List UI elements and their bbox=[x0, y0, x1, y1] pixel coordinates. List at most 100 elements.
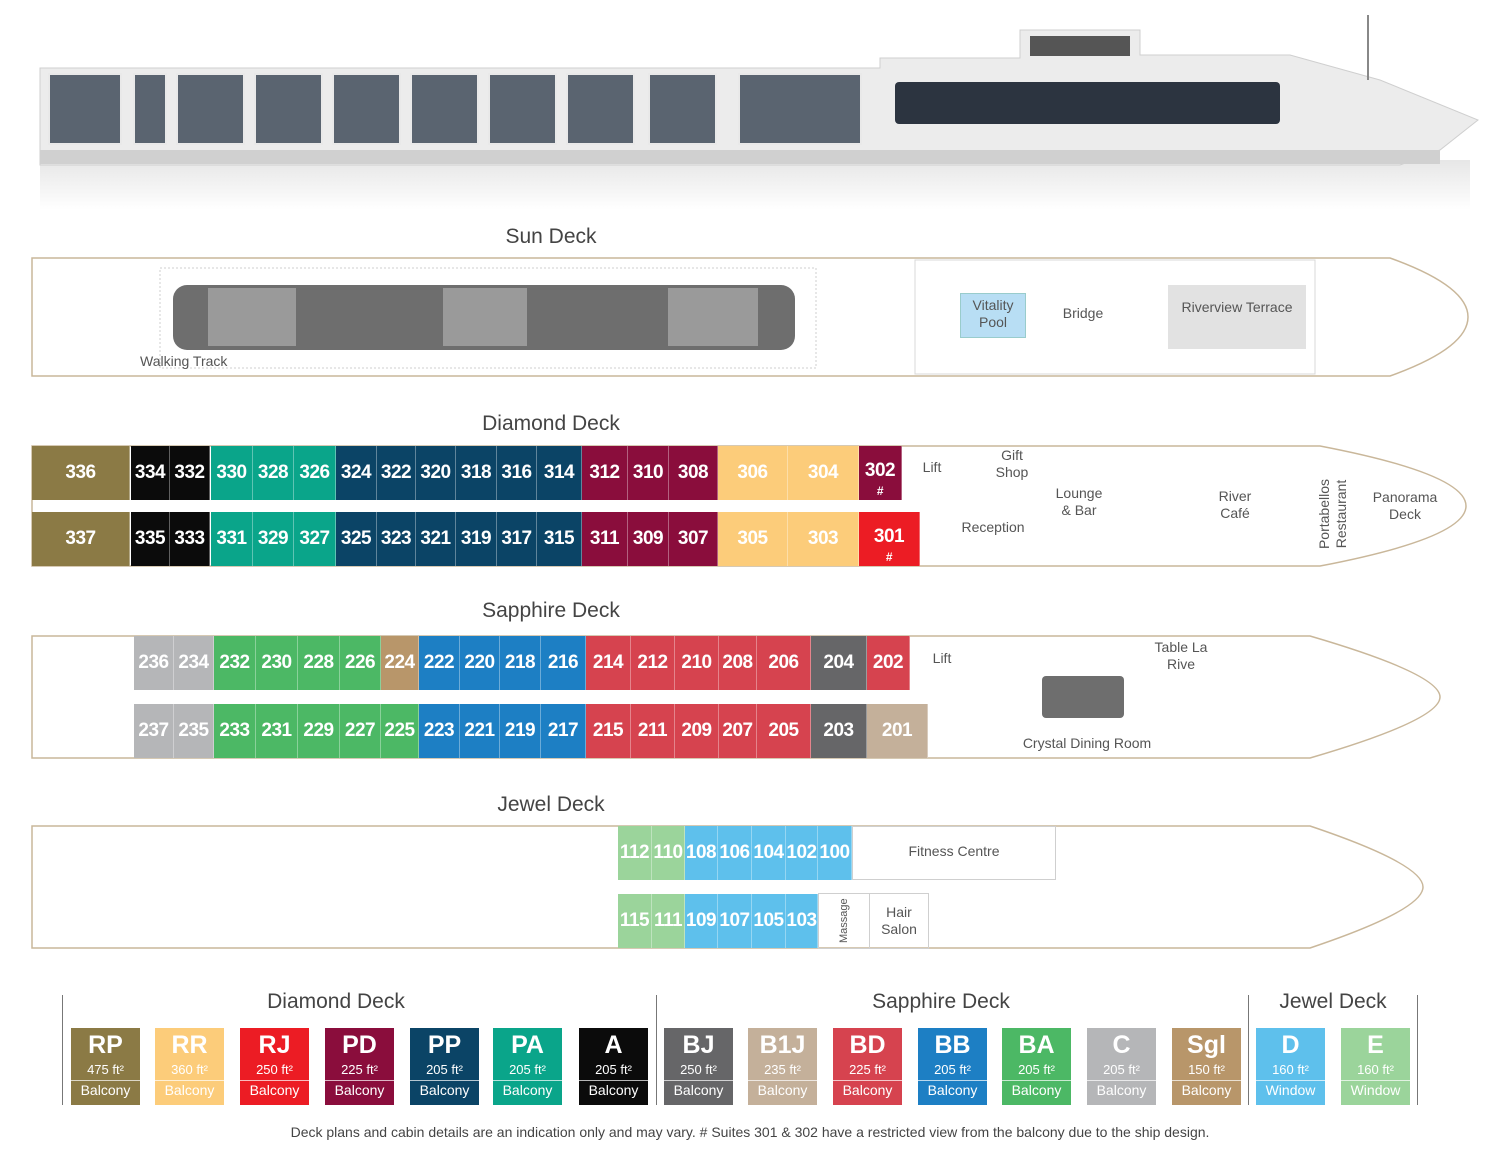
cabin-229[interactable]: 229 bbox=[298, 704, 340, 758]
cabin-234[interactable]: 234 bbox=[174, 636, 214, 690]
cabin-230[interactable]: 230 bbox=[256, 636, 298, 690]
cabin-321[interactable]: 321 bbox=[416, 512, 456, 566]
cabin-301[interactable]: 301# bbox=[859, 512, 920, 566]
cabin-305[interactable]: 305 bbox=[718, 512, 788, 566]
cabin-225[interactable]: 225 bbox=[381, 704, 419, 758]
cabin-110[interactable]: 110 bbox=[652, 826, 685, 880]
legend-card-type: Window bbox=[1341, 1080, 1410, 1099]
cabin-108[interactable]: 108 bbox=[685, 826, 718, 880]
cabin-103[interactable]: 103 bbox=[786, 894, 818, 948]
cabin-211[interactable]: 211 bbox=[631, 704, 675, 758]
cabin-317[interactable]: 317 bbox=[497, 512, 537, 566]
cabin-314[interactable]: 314 bbox=[537, 446, 582, 500]
cabin-235[interactable]: 235 bbox=[174, 704, 214, 758]
legend-jewel-deck-title: Jewel Deck bbox=[1279, 990, 1387, 1013]
cabin-102[interactable]: 102 bbox=[786, 826, 818, 880]
cabin-337[interactable]: 337 bbox=[32, 512, 130, 566]
cabin-334[interactable]: 334 bbox=[131, 446, 170, 500]
cabin-232[interactable]: 232 bbox=[214, 636, 256, 690]
legend-card-code: RR bbox=[171, 1031, 208, 1059]
cabin-315[interactable]: 315 bbox=[537, 512, 582, 566]
cabin-104[interactable]: 104 bbox=[752, 826, 786, 880]
cabin-204[interactable]: 204 bbox=[811, 636, 867, 690]
cabin-218[interactable]: 218 bbox=[500, 636, 541, 690]
cabin-318[interactable]: 318 bbox=[456, 446, 497, 500]
cabin-323[interactable]: 323 bbox=[377, 512, 416, 566]
jewel-deck-hull bbox=[30, 824, 1425, 950]
cabin-207[interactable]: 207 bbox=[719, 704, 757, 758]
cabin-302[interactable]: 302# bbox=[859, 446, 902, 500]
cabin-237[interactable]: 237 bbox=[134, 704, 174, 758]
cabin-310[interactable]: 310 bbox=[628, 446, 669, 500]
legend-card-code: BD bbox=[849, 1031, 886, 1059]
cabin-109[interactable]: 109 bbox=[685, 894, 718, 948]
cabin-326[interactable]: 326 bbox=[294, 446, 336, 500]
cabin-206[interactable]: 206 bbox=[757, 636, 811, 690]
cabin-number: 219 bbox=[504, 720, 536, 741]
cabin-325[interactable]: 325 bbox=[336, 512, 377, 566]
cabin-107[interactable]: 107 bbox=[718, 894, 752, 948]
cabin-115[interactable]: 115 bbox=[618, 894, 652, 948]
cabin-306[interactable]: 306 bbox=[718, 446, 788, 500]
cabin-330[interactable]: 330 bbox=[211, 446, 253, 500]
cabin-209[interactable]: 209 bbox=[675, 704, 719, 758]
cabin-324[interactable]: 324 bbox=[336, 446, 377, 500]
cabin-210[interactable]: 210 bbox=[675, 636, 719, 690]
cabin-212[interactable]: 212 bbox=[631, 636, 675, 690]
cabin-311[interactable]: 311 bbox=[582, 512, 628, 566]
cabin-105[interactable]: 105 bbox=[752, 894, 786, 948]
cabin-319[interactable]: 319 bbox=[456, 512, 497, 566]
cabin-208[interactable]: 208 bbox=[719, 636, 757, 690]
cabin-215[interactable]: 215 bbox=[586, 704, 631, 758]
cabin-111[interactable]: 111 bbox=[652, 894, 685, 948]
legend-card-size: 160 ft² bbox=[1272, 1062, 1309, 1077]
cabin-number: 218 bbox=[504, 652, 536, 673]
cabin-220[interactable]: 220 bbox=[460, 636, 500, 690]
cabin-100[interactable]: 100 bbox=[818, 826, 852, 880]
cabin-222[interactable]: 222 bbox=[419, 636, 460, 690]
cabin-number: 330 bbox=[216, 462, 247, 483]
cabin-320[interactable]: 320 bbox=[416, 446, 456, 500]
cabin-332[interactable]: 332 bbox=[170, 446, 210, 500]
cabin-226[interactable]: 226 bbox=[340, 636, 381, 690]
cabin-312[interactable]: 312 bbox=[582, 446, 628, 500]
cabin-227[interactable]: 227 bbox=[340, 704, 381, 758]
cabin-336[interactable]: 336 bbox=[32, 446, 130, 500]
cabin-223[interactable]: 223 bbox=[419, 704, 460, 758]
cabin-203[interactable]: 203 bbox=[811, 704, 867, 758]
cabin-329[interactable]: 329 bbox=[253, 512, 294, 566]
cabin-224[interactable]: 224 bbox=[381, 636, 419, 690]
cabin-202[interactable]: 202 bbox=[867, 636, 910, 690]
cabin-303[interactable]: 303 bbox=[788, 512, 859, 566]
cabin-231[interactable]: 231 bbox=[256, 704, 298, 758]
cabin-number: 303 bbox=[807, 528, 839, 549]
legend-card-code: PP bbox=[427, 1031, 462, 1059]
cabin-328[interactable]: 328 bbox=[253, 446, 294, 500]
cabin-333[interactable]: 333 bbox=[170, 512, 210, 566]
cabin-322[interactable]: 322 bbox=[377, 446, 416, 500]
cabin-216[interactable]: 216 bbox=[541, 636, 586, 690]
cabin-304[interactable]: 304 bbox=[788, 446, 859, 500]
cabin-112[interactable]: 112 bbox=[618, 826, 652, 880]
crystal-dining-feature bbox=[1042, 676, 1124, 718]
cabin-217[interactable]: 217 bbox=[541, 704, 586, 758]
legend-sapphire-deck-title: Sapphire Deck bbox=[872, 990, 1010, 1013]
cabin-307[interactable]: 307 bbox=[669, 512, 718, 566]
cabin-327[interactable]: 327 bbox=[294, 512, 336, 566]
cabin-228[interactable]: 228 bbox=[298, 636, 340, 690]
cabin-214[interactable]: 214 bbox=[586, 636, 631, 690]
cabin-331[interactable]: 331 bbox=[211, 512, 253, 566]
cabin-106[interactable]: 106 bbox=[718, 826, 752, 880]
cabin-316[interactable]: 316 bbox=[497, 446, 537, 500]
cabin-335[interactable]: 335 bbox=[131, 512, 170, 566]
cabin-201[interactable]: 201 bbox=[867, 704, 928, 758]
cabin-236[interactable]: 236 bbox=[134, 636, 174, 690]
cabin-309[interactable]: 309 bbox=[628, 512, 669, 566]
cabin-308[interactable]: 308 bbox=[669, 446, 718, 500]
cabin-219[interactable]: 219 bbox=[500, 704, 541, 758]
cabin-221[interactable]: 221 bbox=[460, 704, 500, 758]
cabin-205[interactable]: 205 bbox=[757, 704, 811, 758]
cabin-233[interactable]: 233 bbox=[214, 704, 256, 758]
